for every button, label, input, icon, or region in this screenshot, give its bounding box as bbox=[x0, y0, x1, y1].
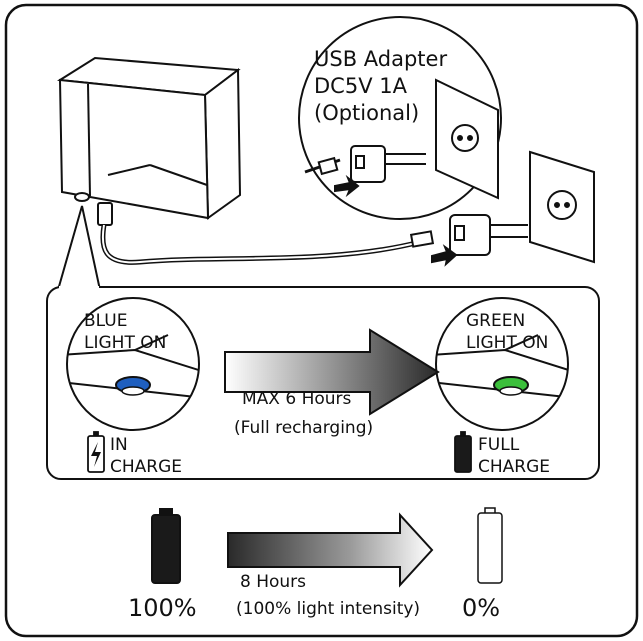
battery-full-icon bbox=[454, 431, 472, 473]
runtime-duration-line2: (100% light intensity) bbox=[236, 599, 420, 619]
in-charge-line2: CHARGE bbox=[110, 457, 182, 477]
charging-duration-line1: MAX 6 Hours bbox=[242, 389, 352, 409]
runtime-duration-arrow bbox=[227, 512, 434, 588]
usb-port-icon bbox=[74, 192, 113, 226]
lamp-cube bbox=[57, 56, 242, 220]
battery-empty-percent: 0% bbox=[462, 594, 500, 622]
green-light-label-line2: LIGHT ON bbox=[466, 333, 548, 353]
wall-socket-small bbox=[435, 78, 499, 200]
usb-adapter-small bbox=[304, 145, 426, 198]
blue-light-label-line2: LIGHT ON bbox=[84, 333, 166, 353]
battery-100-icon bbox=[151, 508, 181, 584]
green-light-label-line1: GREEN bbox=[466, 311, 525, 331]
usb-adapter-large bbox=[409, 214, 528, 267]
blue-light-label-line1: BLUE bbox=[84, 311, 127, 331]
charging-duration-arrow bbox=[224, 328, 440, 416]
runtime-duration-line1: 8 Hours bbox=[240, 572, 306, 592]
charging-duration-line2: (Full recharging) bbox=[234, 418, 373, 438]
in-charge-line1: IN bbox=[110, 435, 128, 455]
battery-0-icon bbox=[477, 507, 503, 584]
battery-charging-icon bbox=[87, 431, 105, 473]
full-charge-line1: FULL bbox=[478, 435, 520, 455]
adapter-label-line3: (Optional) bbox=[314, 101, 419, 125]
adapter-label-line2: DC5V 1A bbox=[314, 74, 408, 98]
led-zoom-green bbox=[435, 297, 569, 431]
led-zoom-blue bbox=[66, 297, 200, 431]
adapter-label-line1: USB Adapter bbox=[314, 47, 447, 71]
wall-socket-large bbox=[529, 150, 595, 264]
full-charge-line2: CHARGE bbox=[478, 457, 550, 477]
battery-full-percent: 100% bbox=[128, 594, 197, 622]
